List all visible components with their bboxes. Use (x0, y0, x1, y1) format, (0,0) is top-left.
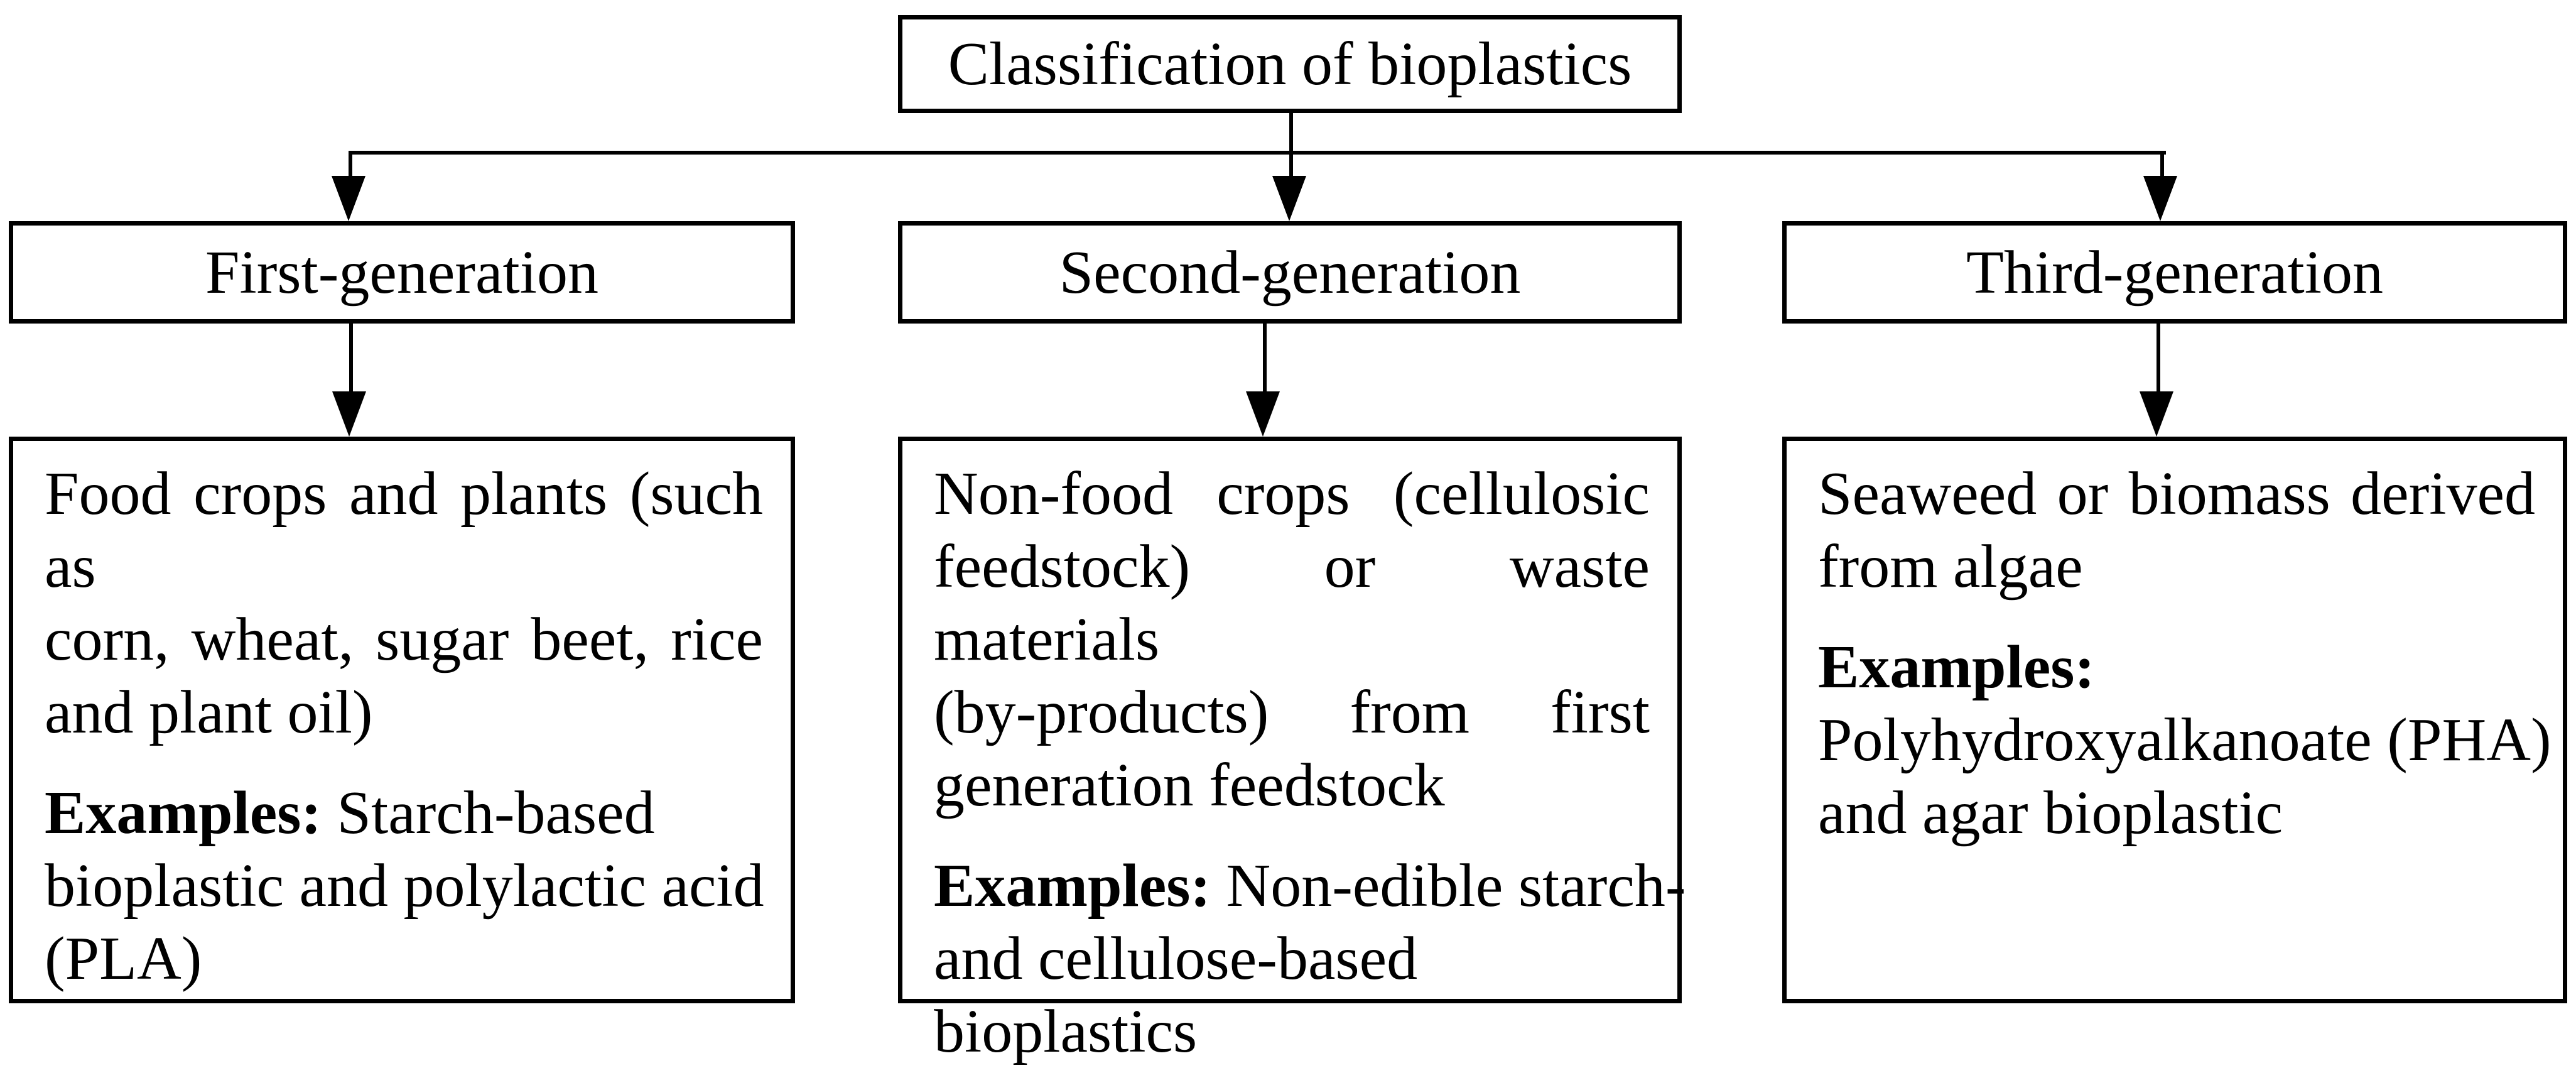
body-line: from algae (1818, 533, 2083, 601)
examples-text: Non-edible starch- (1211, 852, 1686, 920)
examples-label: Examples: (934, 852, 1211, 920)
arrowhead-to-third-detail (2140, 391, 2173, 437)
body-line: corn, wheat, sugar beet, rice (45, 606, 763, 673)
examples-line: Examples: Non-edible starch- (934, 849, 1686, 922)
examples-line: and cellulose-based (934, 925, 1418, 993)
examples-label: Examples: (1818, 633, 2095, 701)
generation-label-first: First-generation (205, 238, 598, 307)
examples-paragraph-first: Examples: Starch-based bioplastic and po… (45, 776, 764, 995)
generation-box-second: Second-generation (898, 221, 1682, 324)
generation-box-first: First-generation (9, 221, 795, 324)
examples-label: Examples: (45, 779, 322, 847)
root-box-label: Classification of bioplastics (948, 30, 1632, 98)
arrowhead-to-second-generation (1272, 176, 1306, 221)
arrowhead-to-first-detail (332, 391, 366, 437)
body-line: (by-products) from first (934, 678, 1650, 746)
connector-third-to-detail (2157, 322, 2160, 391)
arrowhead-to-third-generation (2143, 176, 2177, 221)
examples-line: bioplastics (934, 998, 1198, 1065)
connector-root-stem (1289, 113, 1293, 176)
connector-second-to-detail (1263, 322, 1267, 391)
body-line: and plant oil) (45, 678, 373, 746)
connector-drop-third (2160, 151, 2164, 176)
description-paragraph-first: Food crops and plants (such as corn, whe… (45, 457, 763, 749)
detail-box-third: Seaweed or biomass derived from algae Ex… (1782, 437, 2567, 1003)
examples-line: (PLA) (45, 925, 202, 993)
description-paragraph-second: Non-food crops (cellulosic feedstock) or… (934, 457, 1650, 822)
detail-box-second: Non-food crops (cellulosic feedstock) or… (898, 437, 1686, 1065)
arrowhead-to-second-detail (1246, 391, 1280, 437)
examples-line: Examples: (1818, 631, 2535, 704)
arrowhead-to-first-generation (332, 176, 365, 221)
root-box-classification: Classification of bioplastics (898, 15, 1682, 113)
examples-line: and agar bioplastic (1818, 779, 2283, 847)
body-line: feedstock) or waste materials (934, 533, 1650, 673)
body-line: generation feedstock (934, 751, 1445, 819)
examples-text: Starch-based (322, 779, 655, 847)
detail-box-first: Food crops and plants (such as corn, whe… (9, 437, 795, 1003)
examples-paragraph-second: Examples: Non-edible starch- and cellulo… (934, 849, 1686, 1068)
body-line: Food crops and plants (such as (45, 460, 763, 601)
examples-line: bioplastic and polylactic acid (45, 852, 764, 920)
description-paragraph-third: Seaweed or biomass derived from algae (1818, 457, 2535, 603)
connector-branch-line (350, 151, 2166, 155)
generation-label-second: Second-generation (1059, 238, 1521, 307)
connector-first-to-detail (349, 322, 353, 391)
connector-drop-first (349, 151, 352, 176)
examples-line: Examples: Starch-based (45, 776, 763, 849)
examples-paragraph-third: Examples: Polyhydroxyalkanoate (PHA) and… (1818, 631, 2552, 849)
bioplastics-classification-flowchart: Classification of bioplastics First-gene… (9, 15, 2567, 1065)
examples-line: Polyhydroxyalkanoate (PHA) (1818, 706, 2552, 774)
body-line: Seaweed or biomass derived (1818, 460, 2535, 528)
generation-label-third: Third-generation (1966, 238, 2383, 307)
body-line: Non-food crops (cellulosic (934, 460, 1650, 528)
generation-box-third: Third-generation (1782, 221, 2567, 324)
